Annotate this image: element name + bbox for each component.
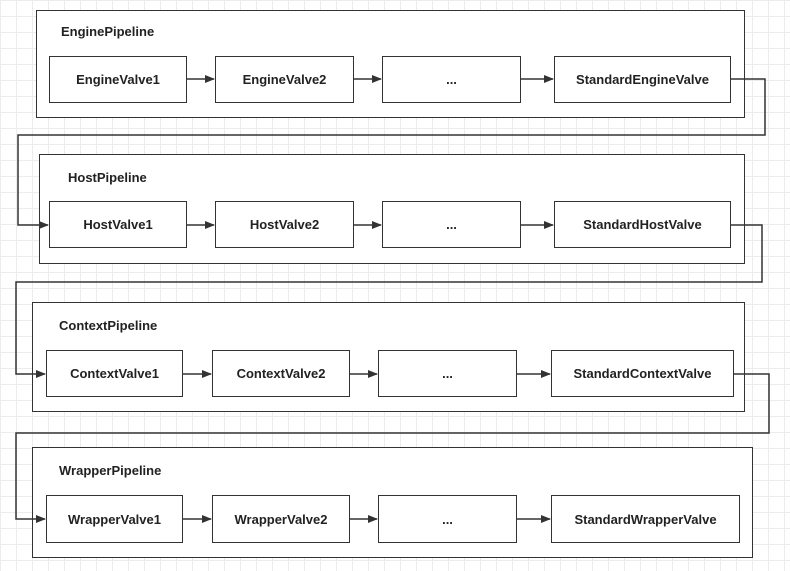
standard-host-valve: StandardHostValve bbox=[554, 201, 731, 248]
arrow-host-to-context bbox=[15, 224, 763, 378]
arrow-context-to-wrapper bbox=[15, 373, 770, 523]
host-valve-1: HostValve1 bbox=[49, 201, 187, 248]
engine-valve-2: EngineValve2 bbox=[215, 56, 354, 103]
standard-context-valve: StandardContextValve bbox=[551, 350, 734, 397]
context-valve-ellipsis: ... bbox=[378, 350, 517, 397]
wrapper-valve-1: WrapperValve1 bbox=[46, 495, 183, 543]
host-valve-2: HostValve2 bbox=[215, 201, 354, 248]
wrapper-valve-2: WrapperValve2 bbox=[212, 495, 350, 543]
context-valve-2: ContextValve2 bbox=[212, 350, 350, 397]
wrapper-valve-ellipsis: ... bbox=[378, 495, 517, 543]
context-valve-1: ContextValve1 bbox=[46, 350, 183, 397]
engine-valve-ellipsis: ... bbox=[382, 56, 521, 103]
engine-pipeline-title: EnginePipeline bbox=[61, 24, 155, 39]
host-valve-ellipsis: ... bbox=[382, 201, 521, 248]
context-pipeline-title: ContextPipeline bbox=[59, 318, 158, 333]
host-pipeline-title: HostPipeline bbox=[68, 170, 147, 185]
wrapper-pipeline-title: WrapperPipeline bbox=[59, 463, 162, 478]
standard-engine-valve: StandardEngineValve bbox=[554, 56, 731, 103]
standard-wrapper-valve: StandardWrapperValve bbox=[551, 495, 740, 543]
arrow-engine-to-host bbox=[17, 78, 766, 229]
engine-valve-1: EngineValve1 bbox=[49, 56, 187, 103]
